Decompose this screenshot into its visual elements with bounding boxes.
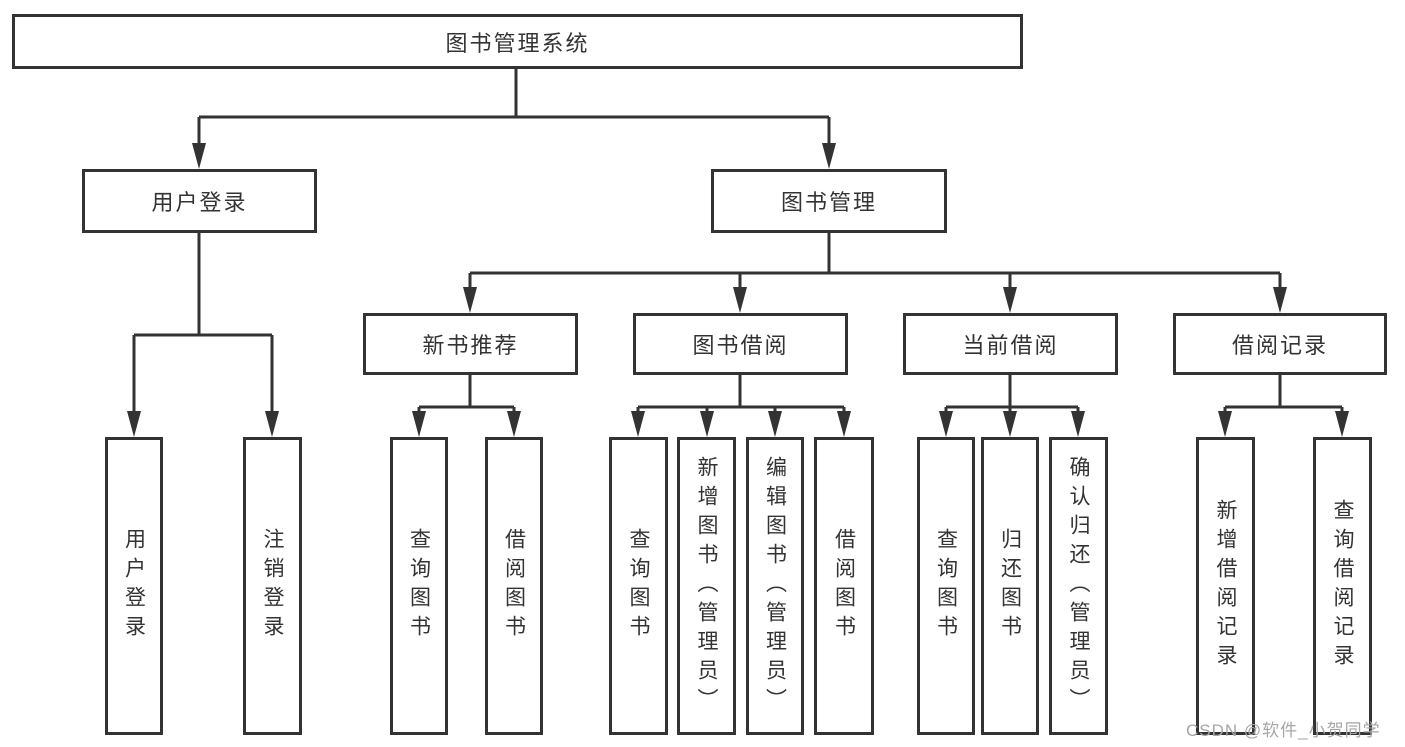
node-book-mgmt-label: 图书管理 [780,190,877,215]
node-root-label: 图书管理系统 [445,30,590,56]
leaf-borrow-query-label: 查询图书 [627,528,650,644]
leaf-logout: 注销登录 [243,437,302,735]
arrowhead [939,411,953,437]
leaf-new-books-query-label: 查询图书 [407,528,431,644]
leaf-logout-label: 注销登录 [261,528,284,644]
leaf-current-return-label: 归还图书 [998,528,1022,644]
connector-current-borrow [944,375,1080,414]
arrowhead [1218,411,1232,437]
leaf-borrow-query: 查询图书 [609,437,668,735]
arrowhead [192,143,206,169]
arrowhead [265,411,279,437]
leaf-new-books-borrow-label: 借阅图书 [502,528,526,644]
leaf-borrow-book-label: 借阅图书 [832,528,856,644]
arrowhead [1273,287,1287,313]
connector-root [197,69,831,145]
arrowhead [700,411,714,437]
connector-book-mgmt [468,233,1282,289]
leaf-borrow-edit-admin-label: 编辑图书（管理员） [763,455,787,717]
leaf-current-return: 归还图书 [981,437,1039,735]
leaf-current-query: 查询图书 [917,437,975,735]
leaf-current-query-label: 查询图书 [934,528,958,644]
node-borrow-records: 借阅记录 [1173,313,1387,375]
leaf-current-confirm-admin-label: 确认归还（管理员） [1067,455,1090,717]
connector-borrow-records [1223,375,1344,414]
node-user-login-label: 用户登录 [151,190,248,215]
arrowhead [507,411,521,437]
arrowhead [631,411,645,437]
leaf-borrow-book: 借阅图书 [814,437,874,735]
node-borrow-records-label: 借阅记录 [1231,333,1328,358]
arrowhead [127,411,141,437]
node-book-mgmt: 图书管理 [711,169,947,233]
leaf-record-add-label: 新增借阅记录 [1214,499,1237,673]
leaf-borrow-edit-admin: 编辑图书（管理员） [746,437,804,735]
node-book-borrow-label: 图书借阅 [692,333,789,358]
leaf-current-confirm-admin: 确认归还（管理员） [1049,437,1108,735]
leaf-record-query-label: 查询借阅记录 [1331,499,1354,673]
leaf-user-login: 用户登录 [105,437,163,735]
leaf-user-login-label: 用户登录 [122,528,146,644]
node-new-books: 新书推荐 [363,313,578,375]
arrowhead [463,287,477,313]
leaf-new-books-query: 查询图书 [390,437,448,735]
node-current-borrow-label: 当前借阅 [962,333,1059,358]
arrowhead [1071,411,1085,437]
connector-new-books [417,375,516,414]
arrowhead [1003,411,1017,437]
node-book-borrow: 图书借阅 [633,313,848,375]
node-root: 图书管理系统 [12,14,1023,69]
node-user-login: 用户登录 [82,169,317,233]
leaf-record-add: 新增借阅记录 [1196,437,1255,735]
connector-user-login [132,233,274,413]
leaf-borrow-add-admin-label: 新增图书（管理员） [695,455,718,717]
arrowhead [1003,287,1017,313]
arrowhead [822,143,836,169]
watermark: CSDN @软件_小贺同学 [1186,721,1381,740]
leaf-record-query: 查询借阅记录 [1313,437,1372,735]
node-new-books-label: 新书推荐 [422,333,519,358]
node-current-borrow: 当前借阅 [903,313,1118,375]
leaf-new-books-borrow: 借阅图书 [485,437,543,735]
arrowhead [733,287,747,313]
arrowhead [837,411,851,437]
connector-book-borrow [636,375,846,414]
arrowhead [1335,411,1349,437]
arrowhead [412,411,426,437]
leaf-borrow-add-admin: 新增图书（管理员） [677,437,736,735]
arrowhead [768,411,782,437]
